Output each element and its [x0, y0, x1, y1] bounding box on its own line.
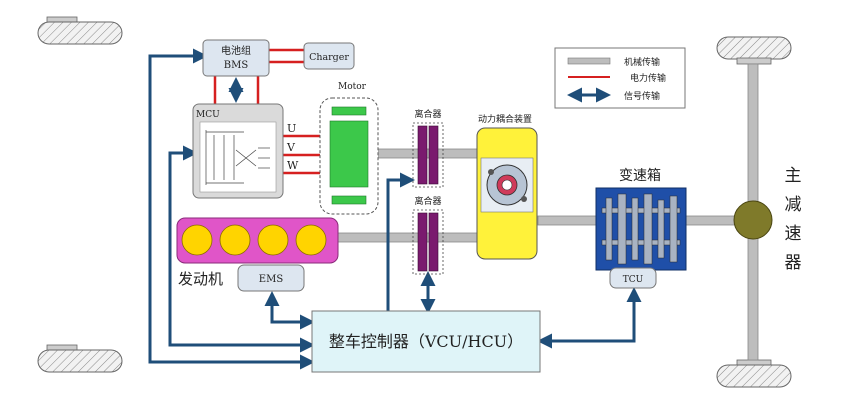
- wheel-front-right: [716, 36, 792, 65]
- power-coupling-device: 动力耦合装置: [476, 113, 538, 260]
- final-drive-char-3: 速: [785, 224, 802, 244]
- cylinder-4: [295, 224, 327, 256]
- bms-label: BMS: [224, 60, 249, 71]
- gearbox-label: 变速箱: [619, 168, 661, 184]
- wheel-rear-right: [716, 359, 792, 388]
- mcu-label: MCU: [196, 110, 220, 120]
- final-drive: [733, 200, 773, 240]
- motor-unit: Motor: [319, 82, 379, 215]
- mcu-box: MCU U V W: [192, 103, 299, 199]
- legend-label-mechanical: 机械传输: [624, 56, 660, 68]
- cylinder-3: [257, 224, 289, 256]
- clutch-top-label: 离合器: [414, 108, 441, 120]
- ems-label: EMS: [259, 274, 284, 285]
- ems-box: EMS: [237, 264, 305, 292]
- legend-label-signal: 信号传输: [624, 90, 660, 102]
- wheel-rear-left: [37, 344, 123, 373]
- charger-label: Charger: [309, 52, 349, 63]
- signal-lines: [148, 48, 642, 370]
- cylinder-1: [181, 224, 213, 256]
- clutch-top: 离合器: [412, 108, 444, 188]
- phase-u-label: U: [287, 122, 296, 135]
- battery-bms-box: 电池组 BMS: [202, 39, 270, 77]
- legend-label-electrical: 电力传输: [630, 72, 666, 84]
- battery-label: 电池组: [221, 44, 251, 57]
- phase-v-label: V: [286, 141, 296, 154]
- coupling-label: 动力耦合装置: [478, 113, 532, 125]
- tcu-label: TCU: [623, 275, 644, 285]
- vcu-box: 整车控制器（VCU/HCU）: [311, 310, 541, 373]
- clutch-bottom-label: 离合器: [414, 195, 441, 207]
- motor-label: Motor: [338, 82, 367, 92]
- final-drive-char-1: 主: [785, 166, 802, 186]
- gear-train-icon: [601, 193, 681, 265]
- planetary-gear-icon: [486, 164, 528, 206]
- vcu-label: 整车控制器（VCU/HCU）: [329, 332, 523, 351]
- engine: 发动机: [176, 217, 339, 288]
- tcu-box: TCU: [609, 267, 657, 289]
- final-drive-label: 主 减 速 器: [785, 166, 802, 273]
- wheel-front-left: [37, 16, 123, 45]
- final-drive-char-4: 器: [785, 253, 802, 273]
- charger-box: Charger: [303, 42, 355, 70]
- legend: 机械传输 电力传输 信号传输: [554, 47, 686, 109]
- gearbox: 变速箱: [595, 168, 687, 271]
- phase-w-label: W: [287, 159, 299, 172]
- clutch-bottom: 离合器: [412, 195, 444, 275]
- final-drive-char-2: 减: [785, 195, 802, 215]
- cylinder-2: [219, 224, 251, 256]
- inverter-circuit-icon: [205, 130, 270, 185]
- legend-item-signal: 信号传输: [567, 87, 660, 103]
- legend-item-mechanical: 机械传输: [567, 56, 660, 68]
- legend-item-electrical: 电力传输: [568, 72, 666, 84]
- engine-label: 发动机: [178, 270, 223, 288]
